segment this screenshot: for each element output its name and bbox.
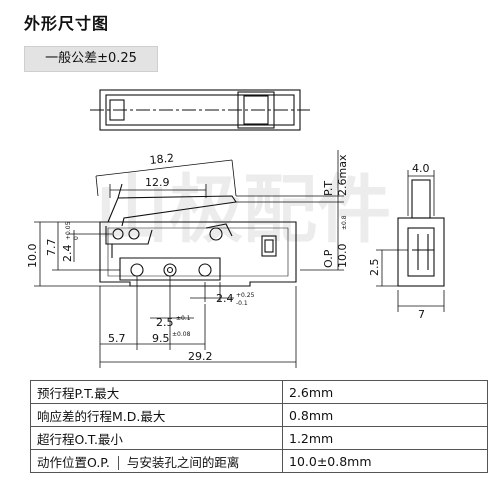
spec-key: 动作位置O.P. [37,454,110,470]
table-row: 响应差的行程M.D.最大 0.8mm [30,403,488,427]
dim-10-0: 10.0 [26,244,39,269]
dim-5-7: 5.7 [108,332,126,345]
spec-value: 2.6mm [282,380,488,404]
dim-2-5-tol: ±0.1 [176,315,191,322]
switch-top-view [90,89,310,131]
spec-table: 预行程P.T.最大 2.6mm 响应差的行程M.D.最大 0.8mm 超行程O.… [30,380,488,473]
dim-side-4-0: 4.0 [412,162,430,175]
dim-12-9: 12.9 [145,176,170,189]
dim-op-value: 10.0 [336,244,349,269]
dim-side-2-5: 2.5 [368,259,381,277]
dim-2-4-left-tol-plus: +0.05 [65,221,72,240]
dim-side-7: 7 [418,308,425,321]
key-divider [117,456,119,470]
spec-value: 0.8mm [282,403,488,427]
dim-op-tol: ±0.8 [341,215,348,230]
table-row: 预行程P.T.最大 2.6mm [30,380,488,404]
dim-29-2: 29.2 [188,350,213,363]
spec-key: 超行程O.T.最小 [30,426,283,450]
dim-9-5-tol: ±0.08 [172,331,191,338]
watermark: 山极配件 [95,167,391,253]
dim-18-2: 18.2 [149,151,175,166]
spec-key-secondary: 与安装孔之间的距离 [126,454,240,470]
dim-pt-label: P.T [322,181,335,196]
table-row: 超行程O.T.最小 1.2mm [30,426,488,450]
dim-2-4-left-tol-minus: 0 [73,236,80,240]
page-title: 外形尺寸图 [24,14,110,33]
dim-2-4-hole-tol-minus: -0.1 [236,300,248,307]
dim-op-label: O.P [322,249,335,268]
spec-value: 10.0±0.8mm [282,449,488,473]
spec-key: 响应差的行程M.D.最大 [30,403,283,427]
side-dimension-lines [376,170,445,312]
table-row: 动作位置O.P. 与安装孔之间的距离 10.0±0.8mm [30,449,488,473]
dim-2-4-hole: 2.4 [216,292,234,305]
dimension-lines [34,150,344,368]
dim-9-5: 9.5 [152,332,170,345]
dim-2-5: 2.5 [156,316,174,329]
dim-2-4-hole-tol-plus: +0.25 [236,292,255,299]
spec-key: 预行程P.T.最大 [30,380,283,404]
spec-key-composite: 动作位置O.P. 与安装孔之间的距离 [30,449,283,473]
tolerance-badge: 一般公差±0.25 [24,46,158,72]
spec-value: 1.2mm [282,426,488,450]
switch-front-view [99,183,297,287]
switch-side-view [397,179,445,287]
dim-pt-value: 2.6max [336,154,349,196]
dim-2-4-left: 2.4 [61,245,74,263]
dim-7-7: 7.7 [45,239,58,257]
